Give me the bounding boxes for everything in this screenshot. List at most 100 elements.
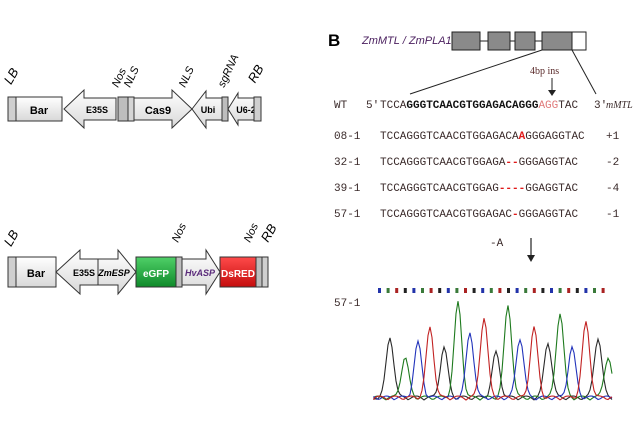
- c1-rb-label: RB: [245, 62, 267, 85]
- c1-lb-border: [7, 96, 17, 122]
- exon-3: [514, 31, 536, 51]
- mutation-delta: -1: [606, 209, 620, 221]
- exon-1: [451, 31, 481, 51]
- base-call-tick: [481, 288, 485, 293]
- base-call-tick: [403, 288, 407, 293]
- base-call-tick: [421, 288, 424, 293]
- wt-five: 5': [366, 100, 379, 112]
- c1-nls1-label: NLS: [122, 64, 142, 89]
- base-call-tick: [446, 288, 450, 293]
- base-call-tick: [412, 288, 416, 293]
- ins-arrow-head: [548, 90, 556, 96]
- trace-a: [373, 301, 613, 401]
- chromatogram: [373, 288, 613, 401]
- c2-dsred-box: [219, 256, 257, 288]
- c2-hvasp-label: HvASP: [185, 268, 216, 278]
- c2-rb-label: RB: [258, 221, 280, 244]
- base-call-tick: [498, 288, 502, 293]
- c2-rb-border: [261, 256, 269, 288]
- c1-bar-box: [15, 96, 63, 122]
- mutant-label: 08-1: [334, 131, 361, 143]
- minus-a-arrow-head: [527, 255, 535, 262]
- utr-3: [571, 31, 587, 51]
- c2-egfp-label: eGFP: [143, 269, 169, 280]
- base-call-tick: [550, 288, 553, 293]
- trace-t: [373, 318, 613, 401]
- c1-nls2-label: NLS: [177, 64, 197, 89]
- mutant-label: 32-1: [334, 157, 361, 169]
- mutation-delta: +1: [606, 131, 620, 143]
- mutant-sequence: TCCAGGGTCAACGTGGAGA--GGGAGGTAC: [380, 157, 578, 169]
- base-call-tick: [593, 288, 596, 293]
- c2-nos2-box: [255, 256, 263, 288]
- exon-4: [541, 31, 573, 51]
- base-call-tick: [489, 288, 493, 293]
- mutant-label: 57-1: [334, 209, 361, 221]
- mutant-rows: 08-1 TCCAGGGTCAACGTGGAGACAAGGGAGGTAC +1 32-…: [334, 131, 620, 221]
- base-call-tick: [386, 288, 390, 293]
- c2-nos2-label: Nos: [242, 221, 261, 244]
- base-call-tick: [567, 288, 571, 293]
- c2-nos1-box: [175, 256, 183, 288]
- mutation-header: mMTL: [606, 100, 633, 111]
- c2-zmesp-arrow: [97, 248, 137, 296]
- base-call-tick: [455, 288, 459, 293]
- c2-egfp-box: [135, 256, 177, 288]
- c1-cas9-arrow: [133, 88, 193, 130]
- chromatogram-label: 57-1: [334, 298, 361, 310]
- c2-zmesp-label: ZmESP: [97, 268, 131, 278]
- c1-bar-label: Bar: [30, 105, 49, 117]
- mutant-sequence: TCCAGGGTCAACGTGGAGACAAGGGAGGTAC: [380, 131, 585, 143]
- c1-cas9-label: Cas9: [145, 105, 171, 117]
- base-call-tick: [472, 288, 476, 293]
- base-call-tick: [558, 288, 562, 293]
- base-call-tick: [378, 288, 381, 293]
- wt-three: 3': [594, 100, 607, 112]
- mutation-delta: -2: [606, 157, 619, 169]
- base-call-tick: [532, 288, 536, 293]
- construct-1: LB Bar E35S Nos NLS Cas9 NLS Ubi sgRNA U…: [1, 53, 267, 130]
- base-call-tick: [524, 288, 528, 293]
- base-call-tick: [395, 288, 399, 293]
- mutation-delta: -4: [606, 183, 620, 195]
- wt-label: WT: [334, 100, 348, 112]
- c1-u6-label: U6-2: [236, 105, 256, 115]
- c2-hvasp-arrow: [181, 248, 221, 296]
- c2-dsred-label: DsRED: [221, 269, 255, 280]
- base-call-tick: [515, 288, 519, 293]
- c2-nos1-label: Nos: [170, 221, 189, 244]
- c1-sgrna-label: sgRNA: [216, 53, 242, 90]
- c2-bar-label: Bar: [27, 268, 46, 280]
- base-call-tick: [438, 288, 442, 293]
- c2-e35s-label: E35S: [73, 268, 95, 278]
- gene-title: ZmMTL / ZmPLA1: [361, 35, 452, 47]
- base-call-tick: [584, 288, 588, 293]
- exon-2: [487, 31, 511, 51]
- c1-ubi-label: Ubi: [201, 105, 216, 115]
- base-call-tick: [575, 288, 579, 293]
- c2-lb-border: [7, 256, 17, 288]
- base-call-tick: [464, 288, 467, 293]
- ins-label: 4bp ins: [530, 66, 559, 77]
- mutant-label: 39-1: [334, 183, 361, 195]
- c1-e35s-arrow: [63, 88, 117, 130]
- zoom-line-right: [571, 49, 597, 95]
- base-call-tick: [541, 288, 545, 293]
- c1-lb-label: LB: [1, 65, 22, 87]
- panel-b-letter: B: [328, 31, 340, 50]
- c1-sgrna-box: [221, 96, 229, 122]
- mutant-sequence: TCCAGGGTCAACGTGGAG----GGAGGTAC: [380, 183, 578, 195]
- base-call-tick: [507, 288, 510, 293]
- c1-nos-box: [117, 96, 129, 122]
- trace-c: [373, 332, 613, 401]
- trace-g: [373, 337, 613, 401]
- mutant-sequence: TCCAGGGTCAACGTGGAGAC-GGGAGGTAC: [380, 209, 578, 221]
- base-call-tick: [601, 288, 605, 293]
- base-call-tick: [429, 288, 433, 293]
- c1-nls1-box: [127, 96, 135, 122]
- wt-sequence: TCCAGGGTCAACGTGGAGACAGGGAGGTAC: [380, 100, 578, 112]
- zoom-line-left: [409, 49, 543, 95]
- panel-b: B ZmMTL / ZmPLA1 4bp ins WT 5' TCCAGGGTC…: [328, 31, 633, 401]
- c2-lb-label: LB: [1, 227, 22, 249]
